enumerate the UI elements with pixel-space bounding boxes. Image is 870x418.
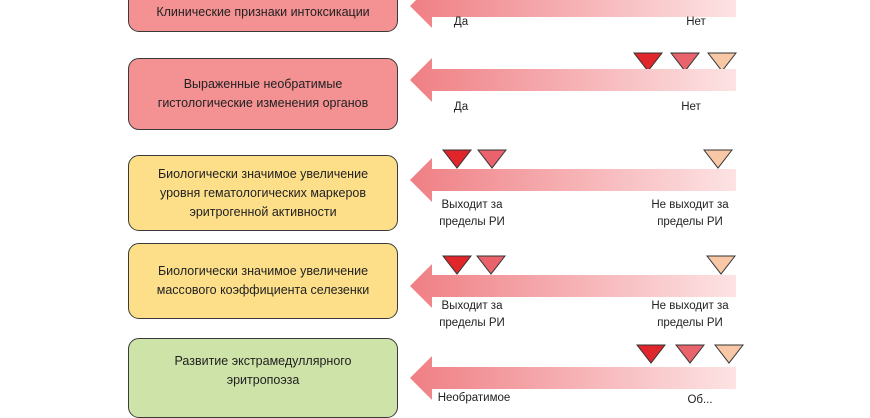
- criterion-label: Развитие экстрамедуллярного эритропоэза: [174, 354, 352, 387]
- label-not-exceeds-ri: Не выходит за пределы РИ: [651, 199, 729, 228]
- criterion-label: Выраженные необратимые гистологические и…: [157, 77, 369, 110]
- criterion-label: Биологически значимое увеличение массово…: [156, 264, 370, 297]
- criterion-box-hematologic-markers: Биологически значимое увеличение уровня …: [128, 155, 398, 231]
- gradient-arrow: [410, 264, 736, 308]
- criterion-box-histology: Выраженные необратимые гистологические и…: [128, 58, 398, 130]
- mild-triangle-icon: [714, 344, 744, 364]
- moderate-triangle-icon: [477, 149, 507, 169]
- mild-triangle-icon: [703, 149, 733, 169]
- severe-triangle-icon: [442, 255, 472, 275]
- label-exceeds-ri: Выходит за пределы РИ: [439, 199, 505, 228]
- criterion-box-intoxication: Клинические признаки интоксикации: [128, 0, 398, 32]
- severe-triangle-icon: [636, 344, 666, 364]
- label-exceeds-ri: Выходит за пределы РИ: [439, 300, 505, 329]
- severe-triangle-icon: [633, 52, 663, 72]
- label-no: Нет: [686, 16, 706, 28]
- label-irreversible: Необратимое: [437, 392, 511, 404]
- mild-triangle-icon: [707, 52, 737, 72]
- label-yes: Да: [453, 101, 469, 113]
- severe-triangle-icon: [442, 149, 472, 169]
- criterion-label: Биологически значимое увеличение уровня …: [157, 166, 369, 219]
- moderate-triangle-icon: [675, 344, 705, 364]
- gradient-arrow: [410, 158, 736, 202]
- gradient-arrow: [410, 58, 736, 102]
- criterion-box-extramedullary-erythropoiesis: Развитие экстрамедуллярного эритропоэза: [128, 338, 398, 418]
- criterion-label: Клинические признаки интоксикации: [156, 4, 370, 19]
- label-no: Нет: [681, 101, 701, 113]
- label-yes: Да: [453, 16, 469, 28]
- label-reversible: Об...: [687, 394, 713, 406]
- criterion-box-spleen-coefficient: Биологически значимое увеличение массово…: [128, 243, 398, 319]
- mild-triangle-icon: [706, 255, 736, 275]
- moderate-triangle-icon: [476, 255, 506, 275]
- label-not-exceeds-ri: Не выходит за пределы РИ: [651, 300, 729, 329]
- gradient-arrow: [410, 0, 736, 28]
- moderate-triangle-icon: [670, 52, 700, 72]
- gradient-arrow: [410, 356, 736, 400]
